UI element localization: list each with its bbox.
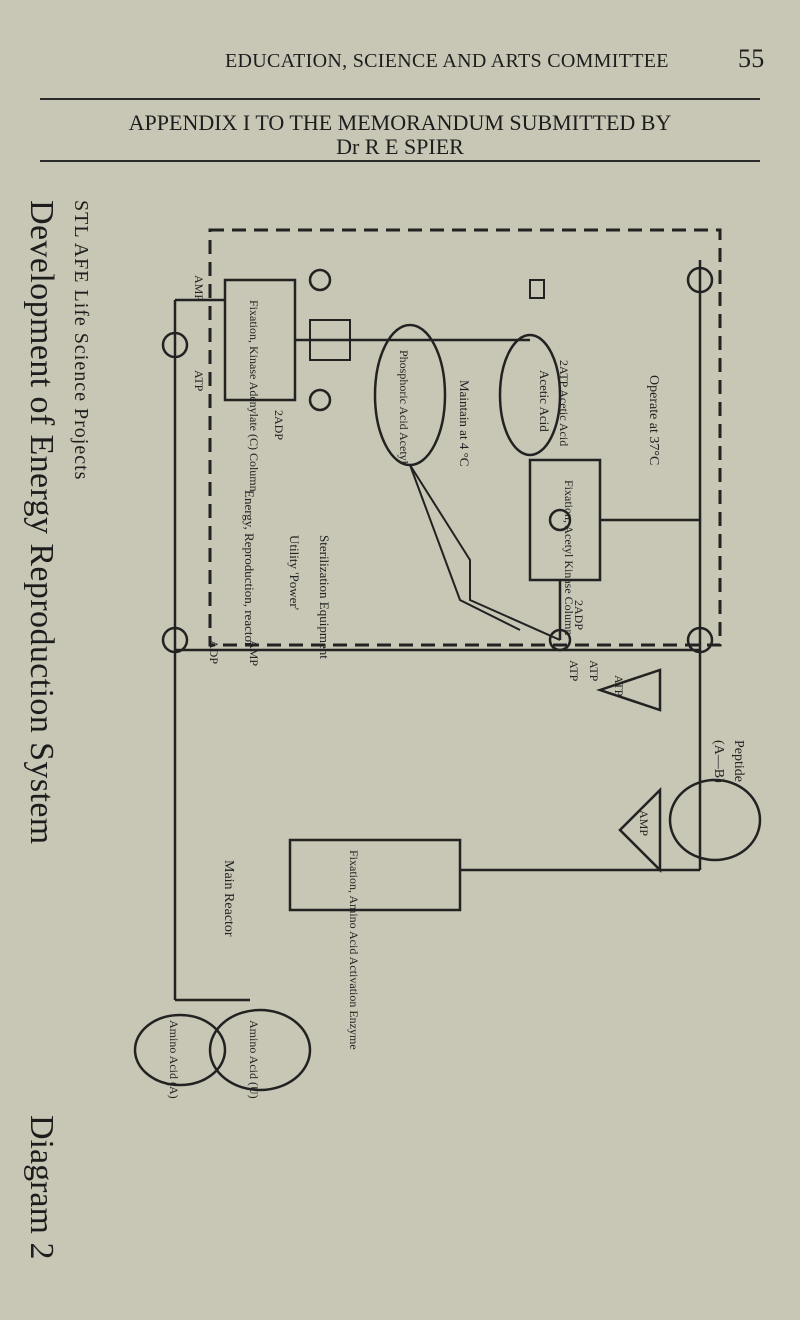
appendix-heading: APPENDIX I TO THE MEMORANDUM SUBMITTED B… — [128, 110, 672, 135]
label-2adp: 2ADP — [272, 410, 286, 440]
label-atp-3: ATP — [567, 660, 581, 682]
label-phosphoric: Phosphoric Acid Acetyl — [397, 350, 411, 465]
label-a-b: (A—B) — [711, 740, 726, 783]
label-amp: AMP — [192, 275, 206, 301]
pump-1-icon — [308, 268, 332, 292]
label-main-reactor: Main Reactor — [221, 860, 236, 937]
atp-triangle-icon — [596, 668, 662, 712]
label-utility: Utility 'Power' — [287, 535, 302, 610]
label-atp-2: ATP — [587, 660, 601, 682]
amino-acid-activation-column — [288, 838, 462, 912]
appendix-author: Dr R E SPIER — [336, 134, 464, 159]
label-atp-triangle: ATP — [612, 675, 626, 697]
reactor-boundary — [208, 228, 722, 647]
label-2adp-lower: 2ADP — [572, 600, 586, 630]
label-acetic-acid-2: 2ATP Acetic Acid — [557, 360, 571, 446]
column-cap — [529, 279, 545, 299]
label-adp-bottom: ADP — [207, 640, 221, 664]
acetic-acid-reservoir — [498, 333, 562, 457]
page-number: 55 — [738, 44, 765, 73]
label-energy-reactor: Energy, Reproduction, reactor — [242, 490, 257, 647]
label-peptide: Peptide — [731, 740, 746, 782]
pump-2-icon — [308, 388, 332, 412]
label-amino-u: Amino Acid (U) — [247, 1020, 261, 1099]
label-fix-enzyme: Fixation, Amino Acid Activation Enzyme — [347, 850, 361, 1050]
label-acetic-acid: Acetic Acid — [537, 370, 552, 432]
peptide-reservoir — [668, 778, 762, 862]
label-operate: Operate at 37°C — [646, 375, 661, 465]
pump-8-icon — [548, 508, 572, 532]
label-amino-a: Amino Acid (A) — [167, 1020, 181, 1099]
label-amp-triangle: AMP — [637, 810, 651, 836]
label-fix-col-1: Fixation, Acetyl Kinase Column — [562, 480, 576, 635]
running-header: EDUCATION, SCIENCE AND ARTS COMMITTEE — [225, 50, 669, 72]
amino-acid-u-reservoir — [208, 1008, 312, 1092]
label-fix-col-2: Fixation, Kinase Adenylate (C) Column — [247, 300, 261, 492]
amp-triangle-icon — [618, 786, 662, 874]
label-amp-bottom: AMP — [247, 640, 261, 666]
label-atp: ATP — [192, 370, 206, 392]
appendix-rule — [40, 160, 760, 162]
label-sterilization: Sterilization Equipment — [317, 535, 332, 659]
label-maintain: Maintain at 4 °C — [457, 380, 472, 466]
header-rule — [40, 98, 760, 100]
amino-acid-a-reservoir — [133, 1013, 227, 1087]
